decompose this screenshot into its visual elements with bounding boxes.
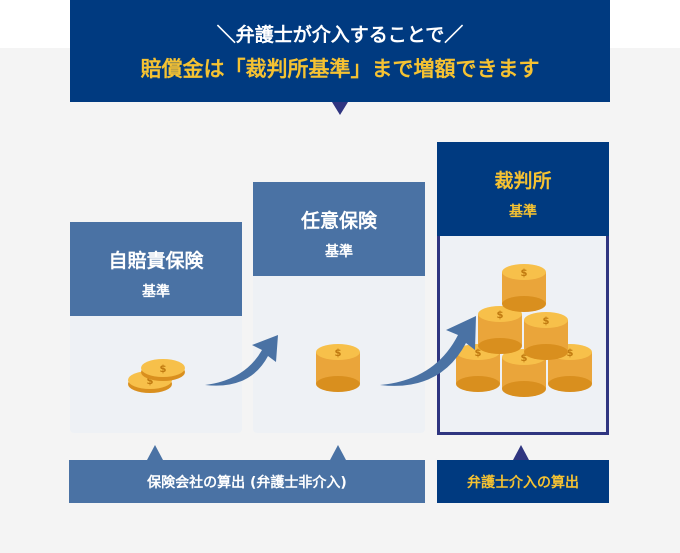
column-title: 任意保険 [300, 210, 377, 232]
column-title: 自賠責保険 [108, 250, 204, 272]
headline-line1: ＼弁護士が介入することで／ [216, 24, 464, 46]
coins-small [128, 359, 185, 393]
headline-banner: ＼弁護士が介入することで／ 賠償金は「裁判所基準」まで増額できます [70, 0, 610, 102]
coins-pyramid [456, 264, 592, 397]
column-subtitle: 基準 [325, 244, 353, 260]
headline-line2: 賠償金は「裁判所基準」まで増額できます [140, 57, 540, 81]
column-subtitle: 基準 [142, 284, 170, 300]
insurance-calc-label: 保険会社の算出 (弁護士非介入) [69, 460, 425, 503]
pointer-up [330, 445, 346, 460]
banner-pointer [332, 102, 348, 115]
column-title: 裁判所 [494, 170, 552, 192]
pointer-up [147, 445, 163, 460]
pointer-up [513, 445, 529, 460]
lawyer-calc-label: 弁護士介入の算出 [437, 460, 609, 503]
column-subtitle: 基準 [509, 204, 537, 220]
arrow-icon [380, 316, 476, 386]
coins-stack [316, 344, 360, 392]
arrow-icon [205, 335, 278, 386]
